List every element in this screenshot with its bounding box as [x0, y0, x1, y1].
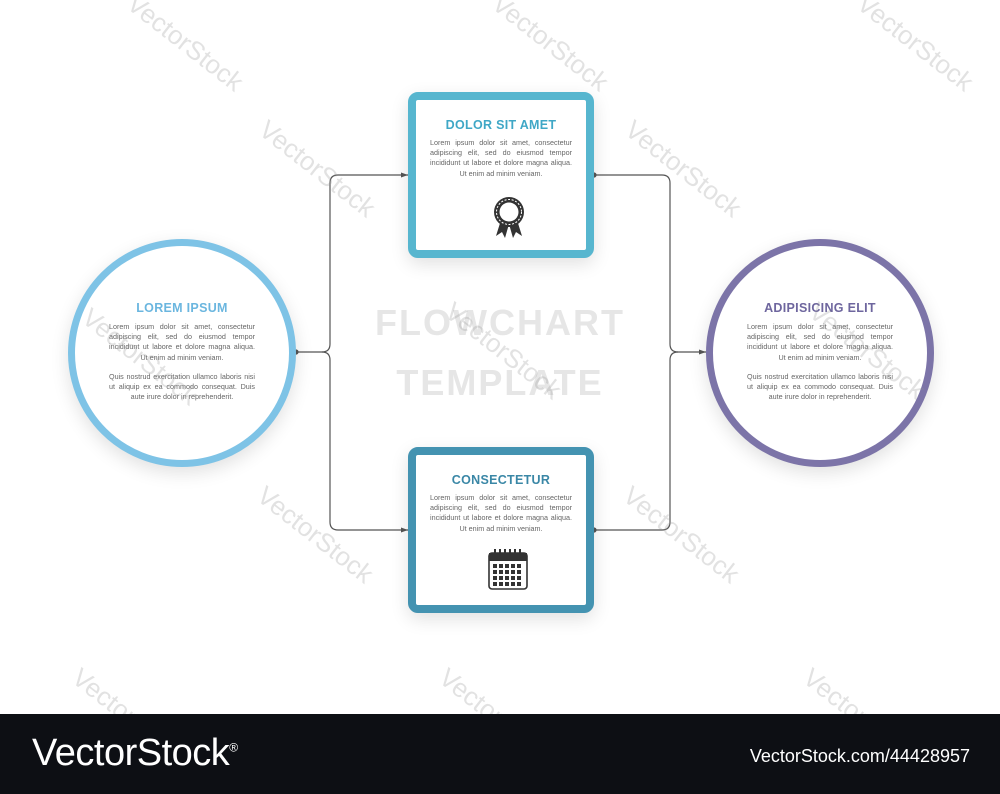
- node-paragraph: Lorem ipsum dolor sit amet, consectetur …: [747, 322, 893, 362]
- node-paragraph: Quis nostrud exercitation ullamco labori…: [747, 371, 893, 402]
- node-paragraph: Lorem ipsum dolor sit amet, consectetur …: [109, 322, 255, 362]
- footer-bar: VectorStock® VectorStock.com/44428957: [0, 714, 1000, 794]
- node-title: CONSECTETUR: [451, 473, 551, 487]
- node-dolor-sit-amet: DOLOR SIT AMET Lorem ipsum dolor sit ame…: [408, 92, 594, 258]
- flowchart-canvas: FLOWCHART TEMPLATE LOREM IPSUM Lorem ips…: [66, 0, 980, 714]
- node-text: Lorem ipsum dolor sit amet, consectetur …: [747, 322, 893, 411]
- node-title: DOLOR SIT AMET: [445, 118, 557, 132]
- connector-left-to-bottom: [321, 351, 408, 533]
- node-paragraph: Lorem ipsum dolor sit amet, consectetur …: [430, 493, 572, 533]
- connector-left-to-top: [296, 172, 408, 353]
- node-title: LOREM IPSUM: [136, 301, 228, 315]
- node-text: Lorem ipsum dolor sit amet, consectetur …: [430, 138, 572, 188]
- footer-brand-text: VectorStock: [32, 732, 230, 774]
- award-badge-icon: [494, 197, 524, 238]
- node-paragraph: Quis nostrud exercitation ullamco labori…: [109, 371, 255, 402]
- footer-brand-logo: VectorStock®: [32, 732, 238, 775]
- registered-mark: ®: [229, 740, 238, 755]
- node-adipisicing-elit: ADIPISICING ELIT Lorem ipsum dolor sit a…: [706, 239, 934, 467]
- center-title-line2: TEMPLATE: [396, 362, 604, 403]
- node-text: Lorem ipsum dolor sit amet, consectetur …: [109, 322, 255, 411]
- node-lorem-ipsum: LOREM IPSUM Lorem ipsum dolor sit amet, …: [68, 239, 296, 467]
- connector-top-to-right: [594, 174, 706, 355]
- node-text: Lorem ipsum dolor sit amet, consectetur …: [430, 493, 572, 543]
- calendar-icon: [488, 549, 528, 590]
- center-title-line1: FLOWCHART: [375, 302, 625, 343]
- node-consectetur: CONSECTETUR Lorem ipsum dolor sit amet, …: [408, 447, 594, 613]
- node-paragraph: Lorem ipsum dolor sit amet, consectetur …: [430, 138, 572, 178]
- node-title: ADIPISICING ELIT: [764, 301, 876, 315]
- connector-bottom-to-right: [594, 351, 679, 531]
- footer-image-id: VectorStock.com/44428957: [749, 746, 970, 766]
